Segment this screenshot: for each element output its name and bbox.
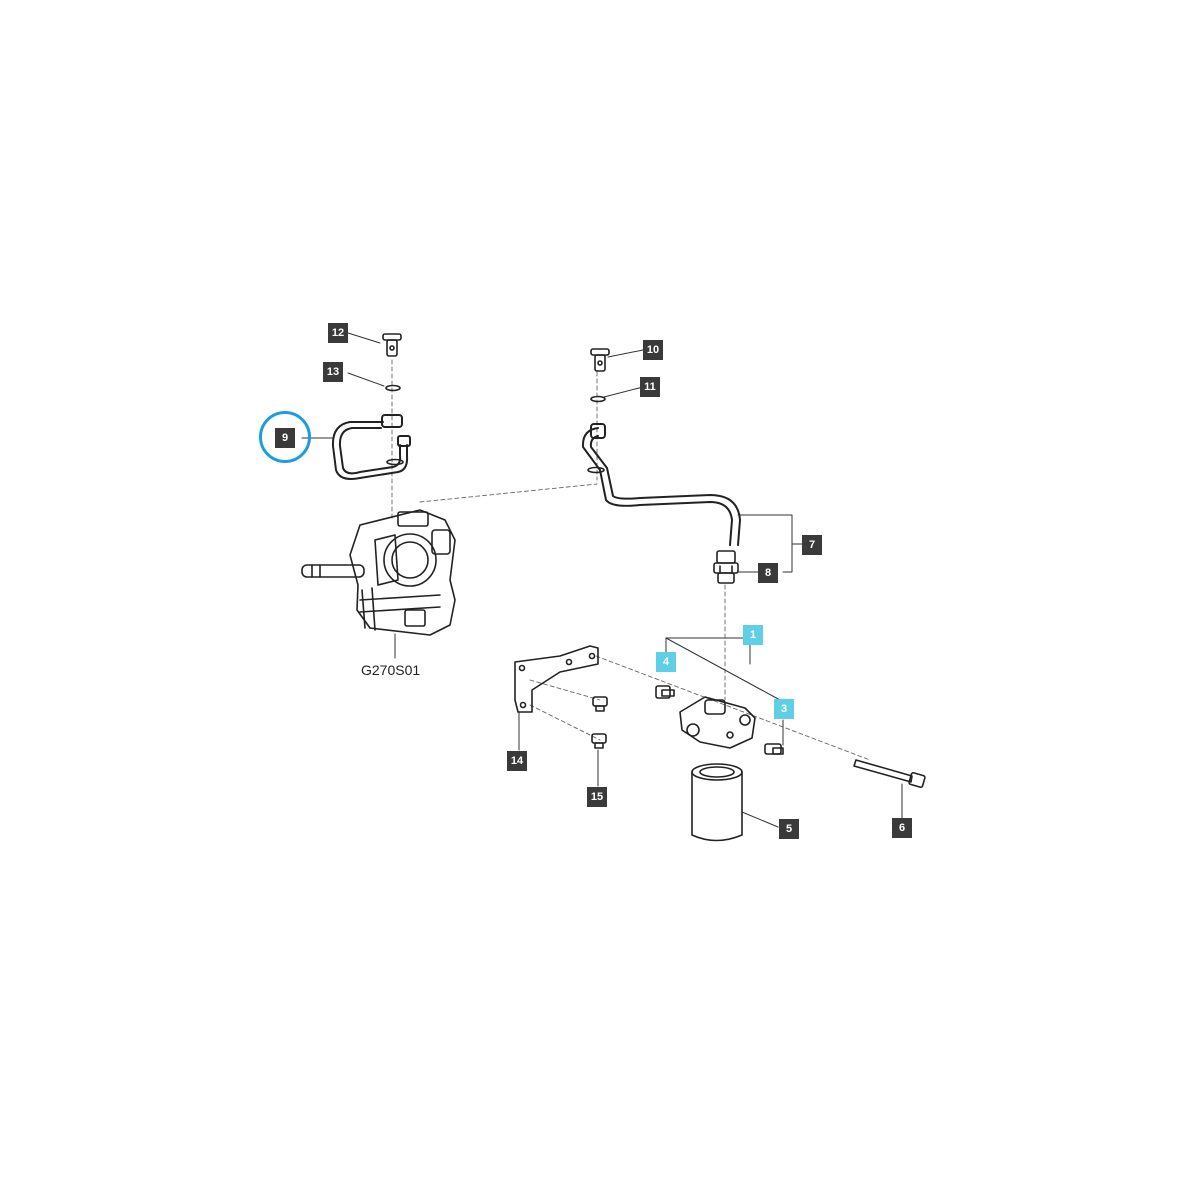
washer-11: [590, 395, 606, 403]
callout-7[interactable]: 7: [802, 535, 822, 555]
pump-part-code: G270S01: [361, 662, 421, 678]
callout-12[interactable]: 12: [328, 323, 348, 343]
leader-lines: [301, 332, 903, 828]
callout-5[interactable]: 5: [779, 819, 799, 839]
bolt-3: [764, 743, 784, 755]
callout-8[interactable]: 8: [758, 563, 778, 583]
hose-9: [331, 414, 411, 480]
assembly-lines: [391, 359, 871, 761]
washer-pipe: [587, 466, 605, 474]
banjo-bolt-10: [590, 348, 610, 372]
callout-10[interactable]: 10: [643, 340, 663, 360]
callout-9[interactable]: 9: [275, 428, 295, 448]
bracket-14: [514, 645, 599, 713]
washer-lower: [386, 458, 404, 466]
callout-14[interactable]: 14: [507, 751, 527, 771]
highlight-ring: [259, 411, 311, 463]
callout-4[interactable]: 4: [656, 652, 676, 672]
callout-15[interactable]: 15: [587, 787, 607, 807]
filter-head: [679, 696, 756, 749]
bolt-4: [655, 685, 675, 699]
banjo-bolt-12: [382, 333, 402, 357]
fitting-8: [713, 550, 739, 584]
callout-13[interactable]: 13: [323, 362, 343, 382]
callout-3[interactable]: 3: [774, 699, 794, 719]
washer-13: [385, 384, 401, 392]
callout-11[interactable]: 11: [640, 377, 660, 397]
injection-pump: [301, 509, 456, 636]
callout-6[interactable]: 6: [892, 818, 912, 838]
bolt-15b: [591, 733, 607, 749]
pipe-7: [581, 423, 741, 546]
callout-1[interactable]: 1: [743, 625, 763, 645]
filter-5: [691, 763, 743, 842]
long-bolt-6: [853, 759, 926, 789]
bolt-15a: [592, 696, 608, 712]
